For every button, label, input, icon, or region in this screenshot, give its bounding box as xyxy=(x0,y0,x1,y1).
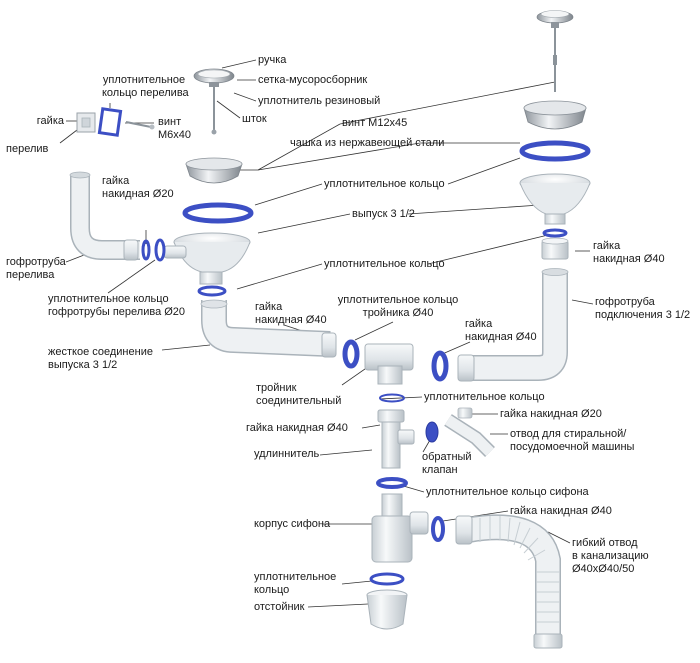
sump-ring xyxy=(369,572,405,586)
label-tee-connector: тройник соединительный xyxy=(256,382,342,407)
right-small-ring xyxy=(542,228,568,238)
label-siphon-body: корпус сифона xyxy=(254,518,331,530)
right-nut-d40 xyxy=(541,237,569,260)
siphon-nut-ring xyxy=(431,516,445,542)
siphon-ring xyxy=(376,477,408,489)
label-nut-d40-mid: гайка накидная Ø40 xyxy=(465,318,537,343)
label-extension: удлиннитель xyxy=(254,448,320,460)
label-nut-d40-right: гайка накидная Ø40 xyxy=(593,240,665,265)
right-strainer xyxy=(536,10,574,92)
left-steel-cup xyxy=(185,157,243,184)
label-washer-branch: отвод для стиральной/ посудомоечной маши… xyxy=(510,428,635,453)
label-sump: отстойник xyxy=(254,601,305,613)
label-sealing-ring-1: уплотнительное кольцо xyxy=(324,178,445,190)
label-overflow: перелив xyxy=(6,143,49,155)
label-nut-d40-left: гайка накидная Ø40 xyxy=(255,301,327,326)
sump-part xyxy=(366,589,408,630)
label-handle: ручка xyxy=(258,54,287,66)
flexible-outlet-part xyxy=(455,514,563,649)
label-steel-cup: чашка из нержавеющей стали xyxy=(290,137,445,149)
label-rigid-connection: жесткое соединение выпуска 3 1/2 xyxy=(48,346,153,371)
overflow-corrugated-pipe xyxy=(69,171,140,261)
left-tee-ring xyxy=(342,339,360,369)
rigid-connection-pipe xyxy=(200,299,337,358)
label-flexible-outlet: гибкий отвод в канализацию Ø40хØ40/50 xyxy=(572,537,649,575)
leader-lines xyxy=(59,59,594,608)
overflow-grille xyxy=(76,112,96,133)
label-outlet: выпуск 3 1/2 xyxy=(352,208,415,220)
label-connection-corrugated: гофротруба подключения 3 1/2 xyxy=(595,296,691,321)
label-screw-m6: винт М6х40 xyxy=(158,116,192,141)
siphon-body-part xyxy=(371,493,429,563)
extension-part xyxy=(377,409,415,469)
tee-connector-part xyxy=(364,343,414,385)
label-sealing-ring-3: уплотнительное кольцо xyxy=(424,391,545,403)
label-check-valve: обратный клапан xyxy=(422,451,472,476)
label-tee-ring: уплотнительное кольцо тройника Ø40 xyxy=(337,294,459,319)
overflow-pipe-ring xyxy=(141,239,151,261)
label-nut: гайка xyxy=(36,115,64,127)
right-outlet-funnel xyxy=(519,173,591,225)
left-outlet-funnel xyxy=(163,232,251,285)
label-sealing-ring-2: уплотнительное кольцо xyxy=(324,258,445,270)
label-rubber-seal: уплотнитель резиновый xyxy=(258,95,381,107)
label-corrugated-ring: уплотнительное кольцо гофротрубы перелив… xyxy=(48,293,186,318)
label-sump-ring: уплотнительное кольцо xyxy=(254,571,337,596)
label-nut-d20-left: гайка накидная Ø20 xyxy=(102,175,174,200)
right-steel-cup xyxy=(523,100,587,130)
connection-corrugated-pipe xyxy=(457,268,569,382)
label-overflow-corrugated: гофротруба перелива xyxy=(6,256,66,281)
label-screw-m12: винт М12х45 xyxy=(342,117,408,129)
label-nut-d40-extension: гайка накидная Ø40 xyxy=(246,422,348,434)
label-nut-d40-siphon: гайка накидная Ø40 xyxy=(510,505,612,517)
tee-small-ring xyxy=(379,393,405,403)
washer-branch-part xyxy=(444,407,495,457)
label-overflow-ring: уплотнительное кольцо перелива xyxy=(102,74,189,99)
screw-m6-icon xyxy=(125,121,155,130)
left-sealing-ring xyxy=(182,202,254,224)
label-strainer-mesh: сетка-мусоросборник xyxy=(258,74,368,86)
overflow-pipe-nut-ring xyxy=(154,238,166,262)
label-rod: шток xyxy=(242,113,267,125)
right-tee-ring xyxy=(431,350,449,382)
left-strainer xyxy=(193,68,235,135)
left-small-ring xyxy=(197,285,227,297)
check-valve-part xyxy=(425,421,439,443)
overflow-seal-ring-icon xyxy=(97,107,123,137)
label-nut-d20-washer: гайка накидная Ø20 xyxy=(500,408,602,420)
label-siphon-ring: уплотнительное кольцо сифона xyxy=(426,486,589,498)
right-sealing-ring xyxy=(519,140,591,162)
